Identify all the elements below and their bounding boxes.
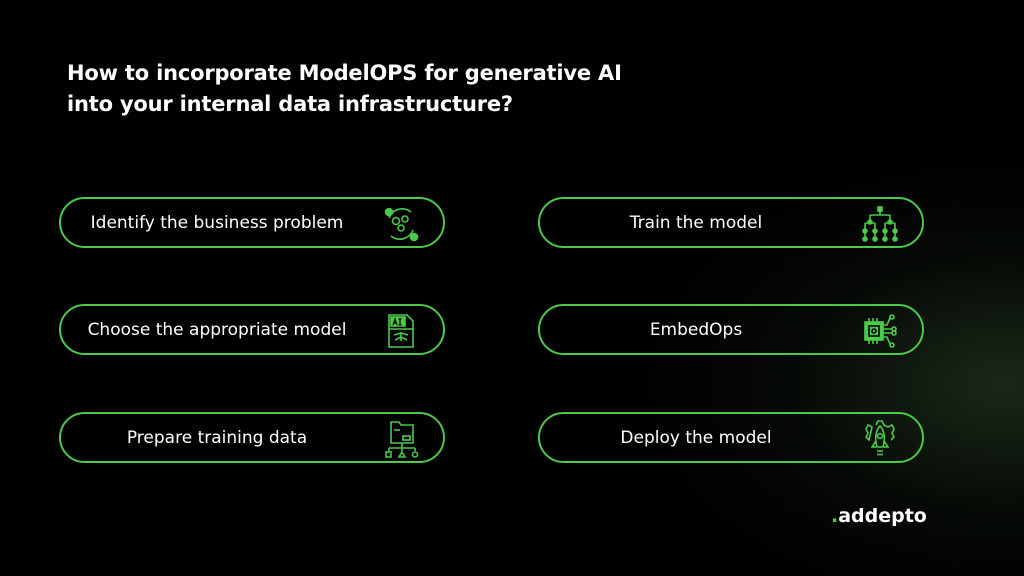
step-train-model: Train the model (538, 197, 924, 248)
ai-file-icon (388, 314, 414, 348)
page-title: How to incorporate ModelOPS for generati… (67, 58, 622, 120)
step-label: EmbedOps (649, 319, 743, 340)
step-label: Deploy the model (620, 427, 772, 448)
title-line-1: How to incorporate ModelOPS for generati… (67, 61, 622, 85)
gears-cycle-icon (384, 207, 419, 242)
folder-hierarchy-icon (385, 421, 419, 458)
step-prepare-data: Prepare training data (59, 412, 445, 463)
step-choose-model: Choose the appropriate model (59, 304, 445, 355)
step-label: Choose the appropriate model (87, 319, 347, 340)
step-label: Prepare training data (126, 427, 308, 448)
background-glow (624, 150, 1024, 576)
step-label: Train the model (629, 212, 763, 233)
step-embedops: EmbedOps (538, 304, 924, 355)
logo-dot: . (831, 505, 839, 527)
step-identify-problem: Identify the business problem (59, 197, 445, 248)
logo-text: addepto (838, 505, 927, 527)
chip-icon (864, 314, 897, 348)
rocket-gear-icon (865, 420, 895, 457)
hierarchy-tree-icon (862, 206, 898, 242)
title-line-2: into your internal data infrastructure? (67, 92, 513, 116)
step-label: Identify the business problem (90, 212, 344, 233)
step-deploy-model: Deploy the model (538, 412, 924, 463)
addepto-logo: .addepto (831, 505, 927, 527)
